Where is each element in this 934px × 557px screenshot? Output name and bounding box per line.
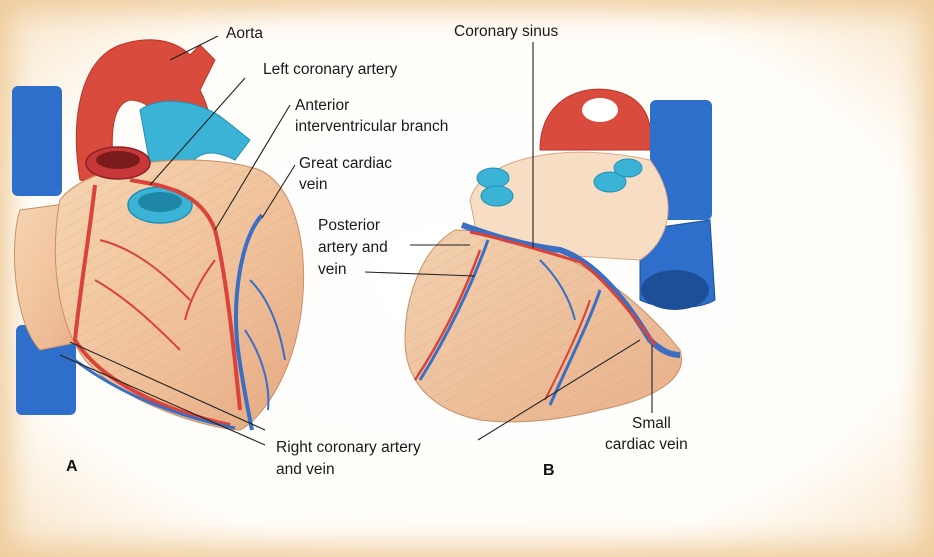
panel-label-a: A [66, 458, 78, 476]
aortic-lumen [96, 151, 140, 169]
heart-b [405, 89, 715, 422]
label-anterior-line1: Anterior [295, 96, 349, 116]
ivc-lumen [641, 270, 709, 310]
pulmonary-vein-1 [477, 168, 509, 188]
aortic-arch-gap [582, 98, 618, 122]
pulmonary-vein-4 [614, 159, 642, 177]
panel-label-b: B [543, 462, 555, 480]
label-great-cardiac-line1: Great cardiac [299, 154, 392, 174]
label-posterior-line3: vein [318, 260, 346, 280]
pulmonary-lumen [138, 192, 182, 212]
heart-a [12, 40, 304, 430]
label-small-cardiac-line1: Small [632, 414, 671, 434]
label-right-coronary-line1: Right coronary artery [276, 438, 421, 458]
label-coronary-sinus: Coronary sinus [454, 22, 558, 42]
superior-vena-cava [12, 86, 62, 196]
label-anterior-line2: interventricular branch [295, 117, 448, 137]
pulmonary-artery [140, 101, 250, 165]
pulmonary-vein-2 [481, 186, 513, 206]
label-great-cardiac-line2: vein [299, 175, 327, 195]
label-posterior-line2: artery and [318, 238, 388, 258]
label-posterior-line1: Posterior [318, 216, 380, 236]
label-right-coronary-line2: and vein [276, 460, 335, 480]
label-small-cardiac-line2: cardiac vein [605, 435, 688, 455]
label-left-coronary-artery: Left coronary artery [263, 60, 397, 80]
label-aorta: Aorta [226, 24, 263, 44]
